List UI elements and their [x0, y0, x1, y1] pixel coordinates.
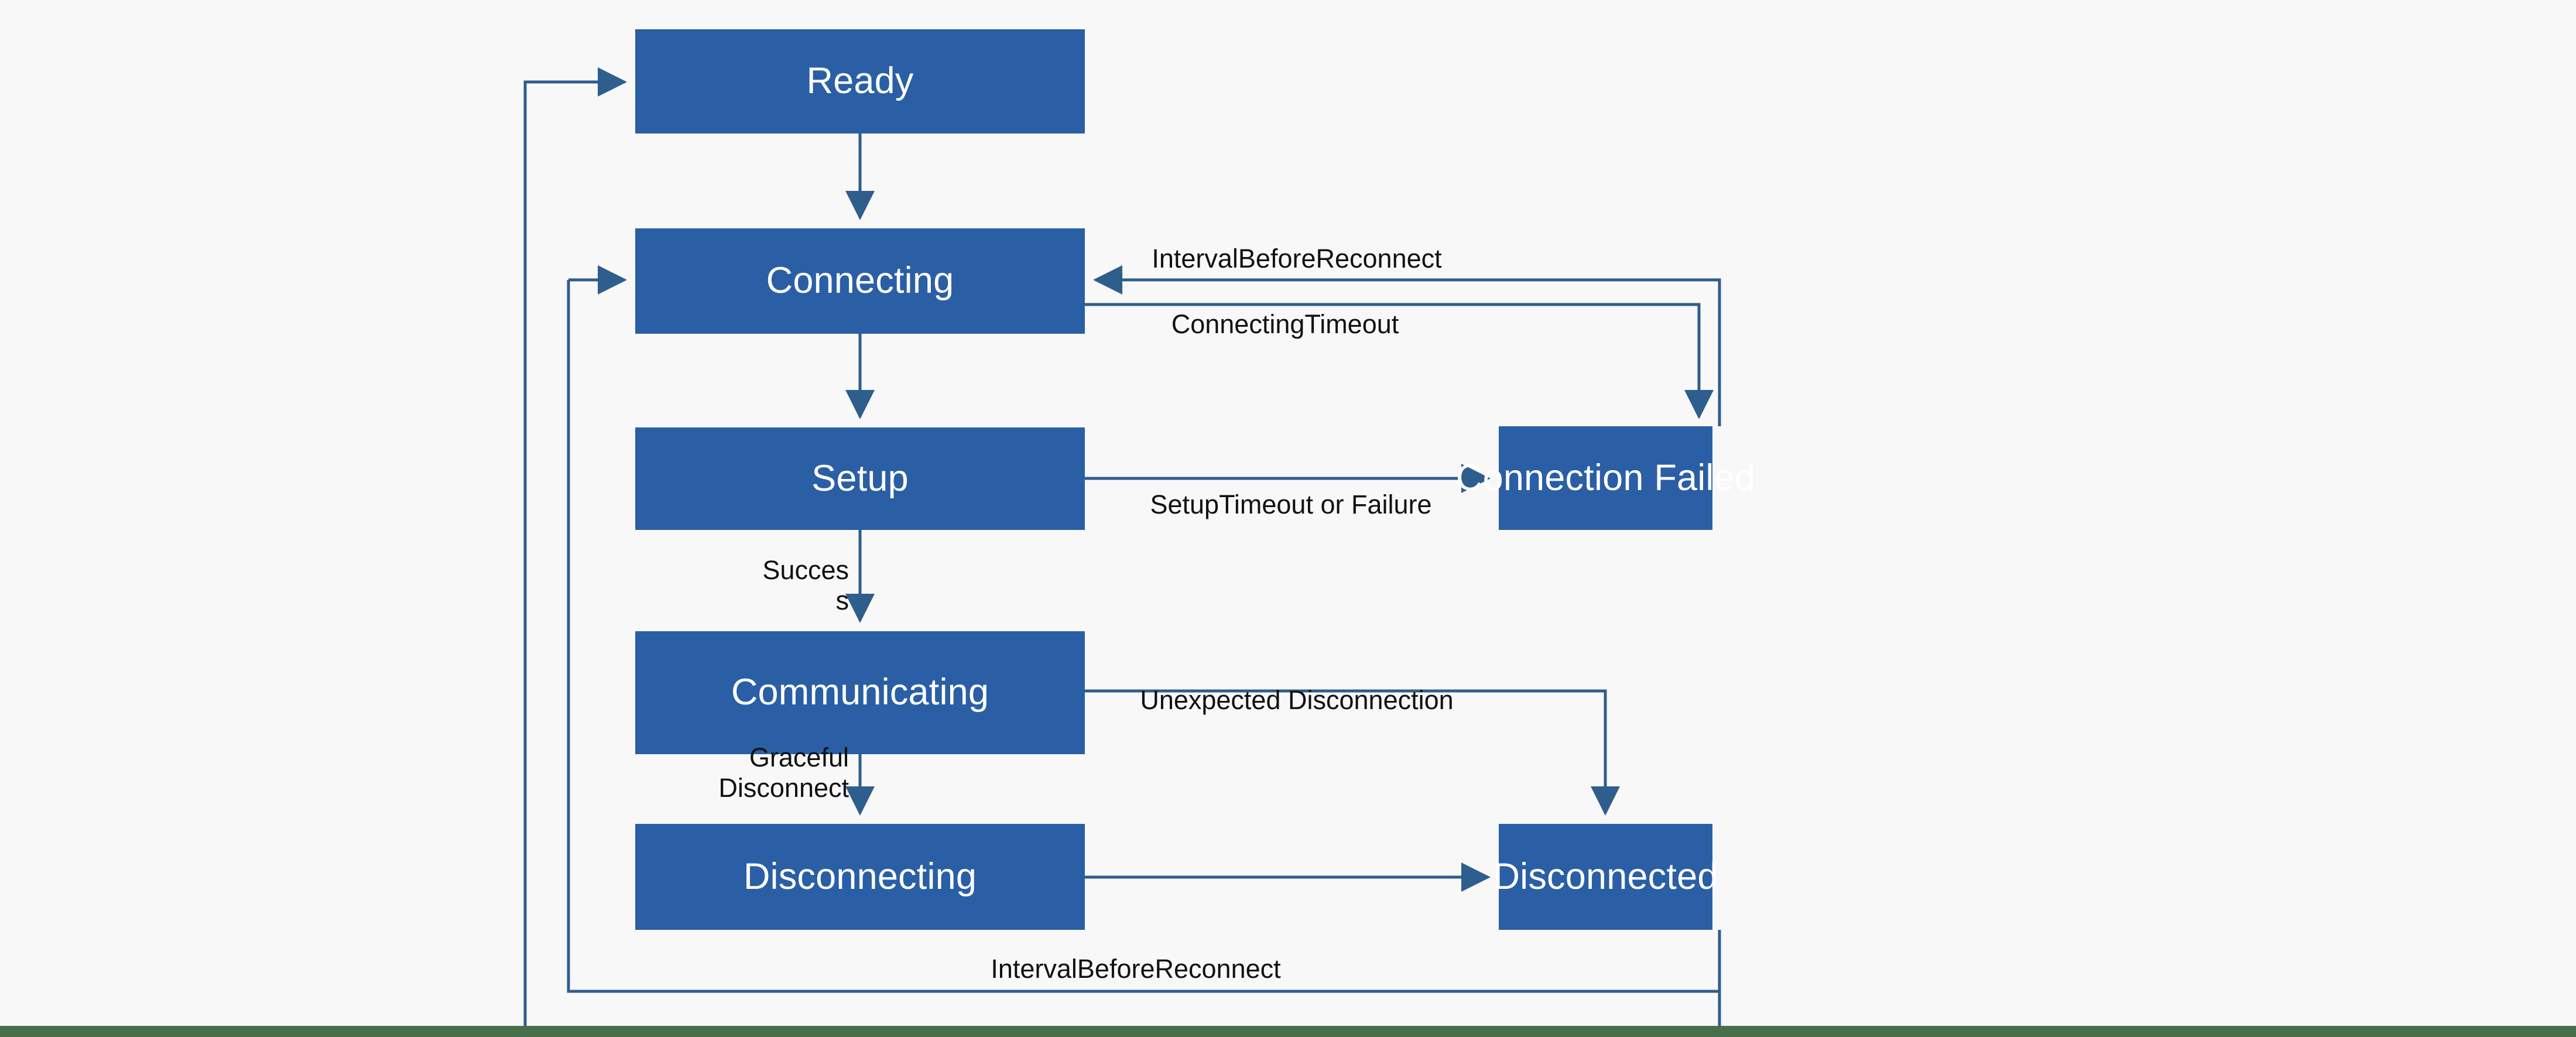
edge-label-graceful-disconnect-line2: Disconnect [718, 773, 849, 803]
state-box-communicating[interactable]: Communicating [635, 631, 1085, 754]
state-label-disconnecting: Disconnecting [743, 855, 977, 897]
state-box-disconnecting[interactable]: Disconnecting [635, 824, 1085, 930]
edge-label-interval-before-reconnect-top: IntervalBeforeReconnect [1152, 244, 1442, 273]
edge-label-success-line2: s [835, 586, 849, 615]
edge-label-setup-timeout-or-failure: SetupTimeout or Failure [1150, 490, 1432, 519]
edge-connection-failed-to-connecting [1092, 265, 1721, 426]
state-box-connection-failed[interactable]: Connection Failed [1456, 426, 1755, 530]
edge-label-success-line1: Succes [762, 555, 849, 585]
state-label-ready: Ready [806, 60, 914, 102]
edge-communicating-to-disconnected [1085, 689, 1620, 816]
edge-label-connecting-timeout: ConnectingTimeout [1171, 309, 1399, 339]
edge-connecting-to-connection-failed [1085, 303, 1714, 420]
state-label-disconnected: Disconnected [1493, 855, 1718, 897]
footer-accent-bar [0, 1026, 2576, 1037]
state-box-disconnected[interactable]: Disconnected [1493, 824, 1718, 930]
edge-label-graceful-disconnect-line1: Graceful [749, 742, 849, 772]
state-box-setup[interactable]: Setup [635, 427, 1085, 530]
edge-disconnected-to-connecting [567, 280, 1721, 993]
state-label-communicating: Communicating [731, 672, 989, 713]
state-box-connecting[interactable]: Connecting [635, 228, 1085, 334]
state-label-connection-failed: Connection Failed [1455, 457, 1756, 498]
state-label-connecting: Connecting [766, 260, 954, 302]
edge-rail-to-ready [523, 67, 628, 1037]
state-label-setup: Setup [811, 457, 909, 499]
state-box-ready[interactable]: Ready [635, 29, 1085, 134]
edge-label-interval-before-reconnect-bottom: IntervalBeforeReconnect [991, 954, 1281, 984]
edge-label-unexpected-disconnection: Unexpected Disconnection [1140, 685, 1454, 715]
